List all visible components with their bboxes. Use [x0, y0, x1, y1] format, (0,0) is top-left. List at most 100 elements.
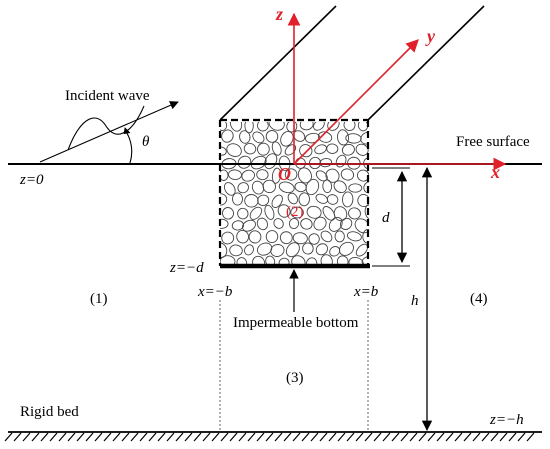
hatch-line [256, 432, 265, 442]
hatch-line [148, 432, 157, 442]
x-minus-b-label: x=−b [197, 284, 233, 300]
hatch-line [418, 432, 427, 442]
rubble-stone [221, 129, 234, 143]
rubble-stone [306, 205, 322, 219]
hatch-line [220, 432, 229, 442]
rubble-stone [284, 144, 297, 156]
hatch-line [373, 432, 382, 442]
hatch-line [58, 432, 67, 442]
rubble-stone [271, 194, 283, 208]
rubble-stone [302, 242, 314, 255]
hatch-line [67, 432, 76, 442]
rubble-stone [252, 255, 266, 266]
rubble-stone [333, 206, 348, 222]
rubble-stone [250, 155, 267, 170]
hatch-line [76, 432, 85, 442]
rubble-stone [298, 192, 310, 207]
rubble-stone [305, 178, 320, 196]
rubble-stone [221, 231, 235, 245]
rubble-stone [237, 155, 252, 169]
rubble-stone [348, 207, 361, 220]
rubble-stone [265, 130, 279, 143]
hatch-line [463, 432, 472, 442]
d-dimension [372, 167, 410, 267]
rubble-stone [278, 257, 290, 266]
rubble-stone [231, 220, 245, 231]
d-label: d [382, 210, 390, 226]
hatch-line [445, 432, 454, 442]
hatch-line [193, 432, 202, 442]
incident-wave-label: Incident wave [65, 88, 150, 104]
rubble-stone [271, 167, 282, 184]
rubble-stone [232, 192, 243, 206]
hatch-line [301, 432, 310, 442]
rubble-stone [343, 122, 356, 132]
hatch-line [499, 432, 508, 442]
rubble-stone [273, 218, 284, 229]
wave-direction-arrow [39, 101, 179, 163]
rubble-stone [360, 131, 369, 145]
hatch-line [13, 432, 22, 442]
region-2-label: (2) [286, 204, 304, 220]
rubble-stone [257, 122, 269, 132]
rubble-stone [342, 191, 354, 208]
hatch-line [265, 432, 274, 442]
rubble-stone [264, 204, 275, 220]
hatch-line [274, 432, 283, 442]
rubble-stone [226, 143, 242, 157]
origin-label: O [278, 164, 291, 184]
hatch-line [526, 432, 535, 442]
rubble-stone [322, 179, 333, 194]
rubble-stone [326, 143, 339, 154]
rubble-stone [355, 243, 368, 257]
hatch-line [211, 432, 220, 442]
hatch-line [508, 432, 517, 442]
rubble-stones [220, 122, 369, 266]
rubble-stone [220, 193, 228, 206]
rubble-stone [285, 242, 300, 258]
rubble-stone [314, 144, 327, 155]
rubble-stone [243, 143, 257, 155]
rubble-stone [256, 242, 273, 256]
rubble-stone [265, 230, 279, 244]
rubble-stone [237, 207, 249, 220]
hatch-line [517, 432, 526, 442]
rubble-stone [237, 182, 249, 194]
rubble-stone [313, 216, 327, 231]
rubble-stone [364, 204, 369, 220]
hatch-line [121, 432, 130, 442]
hatch-line [166, 432, 175, 442]
rubble-stone [248, 230, 262, 244]
rubble-stone [361, 255, 369, 266]
hatch-line [427, 432, 436, 442]
rubble-stone [229, 122, 243, 132]
hatch-line [310, 432, 319, 442]
rubble-stone [355, 143, 369, 156]
hatch-line [49, 432, 58, 442]
rubble-stone [241, 169, 255, 182]
theta-arc [124, 129, 133, 164]
rigid-bed-label: Rigid bed [20, 404, 79, 420]
hatch-line [139, 432, 148, 442]
rubble-stone [348, 183, 363, 193]
hatch-line [400, 432, 409, 442]
rubble-stone [287, 192, 298, 205]
rubble-stone [345, 133, 362, 144]
hatch-line [202, 432, 211, 442]
hatch-line [409, 432, 418, 442]
rubble-stone [297, 167, 312, 184]
structure-perspective-edges [219, 5, 485, 121]
rubble-stone [277, 204, 291, 218]
rubble-stone [340, 168, 355, 181]
rubble-stone [229, 244, 243, 257]
rubble-stone [220, 146, 227, 156]
incident-wave [39, 101, 179, 164]
hatch-line [4, 432, 13, 442]
rubble-stone [222, 207, 234, 220]
rubble-stone [347, 156, 361, 170]
hatch-line [328, 432, 337, 442]
rubble-stone [244, 194, 259, 208]
rubble-stone [299, 122, 314, 131]
wave-sine-icon [67, 105, 145, 151]
theta-label: θ [142, 134, 150, 150]
